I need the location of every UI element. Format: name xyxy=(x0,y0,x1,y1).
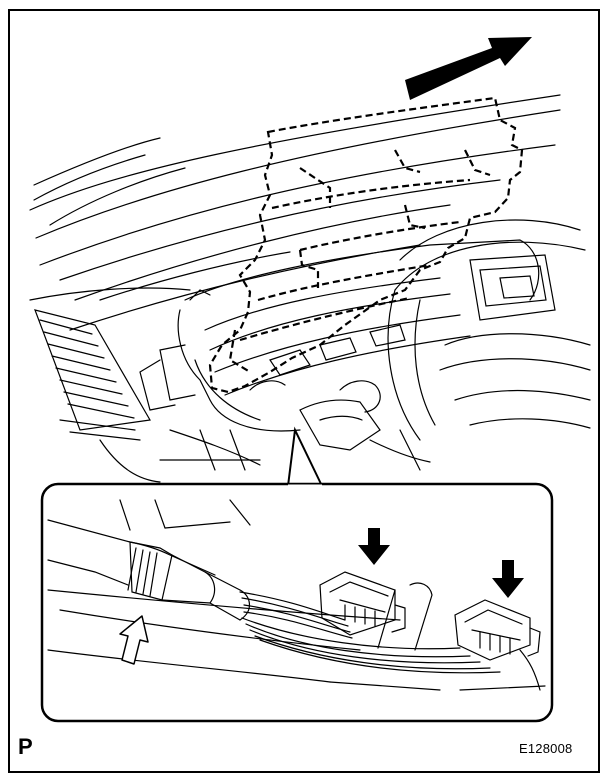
figure-code: E128008 xyxy=(519,741,573,756)
connector-detail-illustration xyxy=(47,499,546,691)
callout-pointer xyxy=(287,426,323,487)
corner-letter: P xyxy=(18,734,33,759)
down-arrow-icon xyxy=(358,528,390,565)
dashboard-illustration xyxy=(29,94,591,483)
forward-arrow-icon xyxy=(405,37,532,100)
detail-callout-box xyxy=(40,482,554,723)
removed-part-outline xyxy=(208,96,524,394)
figure-border xyxy=(8,9,600,773)
down-arrow-icon-2 xyxy=(492,560,524,598)
hollow-up-arrow-icon xyxy=(119,615,149,665)
